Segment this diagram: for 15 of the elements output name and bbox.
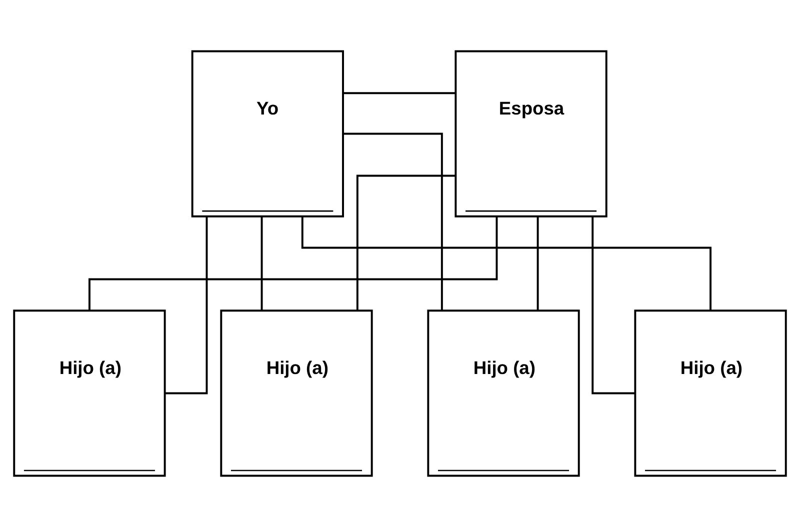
connector — [536, 216, 539, 310]
connector — [88, 216, 498, 310]
node-box: Hijo (a) — [13, 310, 166, 477]
node-box: Yo — [191, 50, 344, 218]
node-box: Esposa — [454, 50, 608, 218]
connector — [343, 132, 443, 310]
connector — [343, 92, 456, 94]
connector — [356, 174, 456, 310]
node-box: Hijo (a) — [634, 310, 787, 477]
node-box: Hijo (a) — [220, 310, 373, 477]
connector — [260, 216, 263, 310]
connector — [165, 216, 208, 394]
connector — [301, 216, 712, 310]
node-box: Hijo (a) — [427, 310, 580, 477]
connector — [592, 216, 636, 394]
